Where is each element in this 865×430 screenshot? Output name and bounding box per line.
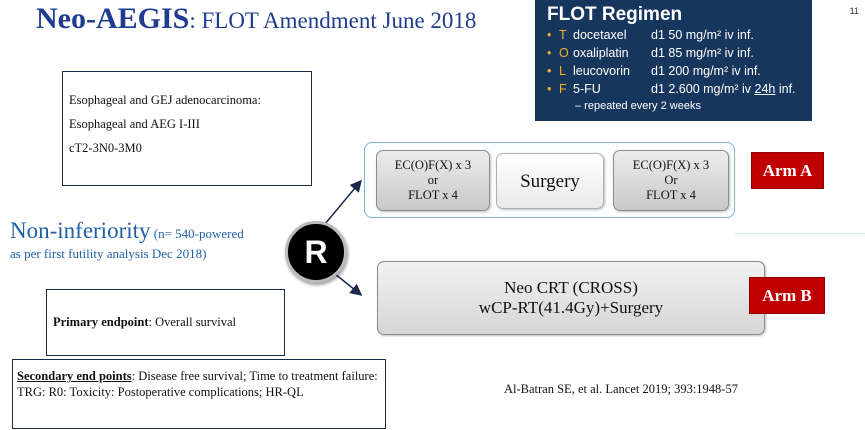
- divider-line: [735, 233, 865, 234]
- inclusion-box: Esophageal and GEJ adenocarcinoma: Esoph…: [62, 71, 312, 186]
- arm-b-crt: Neo CRT (CROSS) wCP-RT(41.4Gy)+Surgery: [377, 261, 765, 335]
- drug-dose: d1 2.600 mg/m² iv 24h inf.: [651, 80, 796, 98]
- citation: Al-Batran SE, et al. Lancet 2019; 393:19…: [504, 382, 738, 396]
- bullet-icon: •: [547, 82, 552, 96]
- drug-name: docetaxel: [573, 28, 627, 42]
- drug-name: 5-FU: [573, 82, 601, 96]
- slide-title: Neo-AEGIS: FLOT Amendment June 2018: [36, 2, 476, 36]
- dose-pre: d1 2.600 mg/m² iv: [651, 82, 755, 96]
- arm-b-label: Arm B: [749, 277, 825, 314]
- therapy-line: EC(O)F(X) x 3: [394, 158, 472, 172]
- arm-a-preoperative-chemo: EC(O)F(X) x 3 or FLOT x 4: [376, 150, 490, 211]
- drug-name: leucovorin: [573, 64, 630, 78]
- regimen-title: FLOT Regimen: [547, 4, 683, 25]
- regimen-drug-row: • T docetaxel d1 50 mg/m² iv inf.: [547, 26, 812, 44]
- drug-letter: F: [559, 82, 567, 96]
- noninferiority-sample: (n= 540-powered: [150, 226, 244, 241]
- title-rest: : FLOT Amendment June 2018: [189, 8, 477, 33]
- surgery-label: Surgery: [520, 170, 580, 192]
- drug-letter: L: [559, 64, 566, 78]
- slide-number: 11: [849, 6, 859, 16]
- regimen-note: – repeated every 2 weeks: [575, 100, 701, 112]
- drug-dose: d1 50 mg/m² iv inf.: [651, 28, 754, 42]
- therapy-line: EC(O)F(X) x 3: [632, 158, 710, 172]
- therapy-line: Or: [664, 173, 678, 187]
- randomization-letter: R: [304, 233, 328, 270]
- secondary-endpoints-label: Secondary end points: [17, 369, 132, 383]
- bullet-icon: •: [547, 64, 552, 78]
- inclusion-line: Esophageal and AEG I-III: [69, 117, 200, 131]
- noninferiority-note: as per first futility analysis Dec 2018): [10, 246, 207, 261]
- arm-a-postoperative-chemo: EC(O)F(X) x 3 Or FLOT x 4: [613, 150, 729, 211]
- regimen-drug-row: • F 5-FU d1 2.600 mg/m² iv 24h inf.: [547, 80, 812, 98]
- arm-a-surgery: Surgery: [496, 153, 604, 209]
- arm-a-label: Arm A: [751, 152, 824, 189]
- regimen-drug-row: • O oxaliplatin d1 85 mg/m² iv inf.: [547, 44, 812, 62]
- therapy-line: Neo CRT (CROSS): [504, 278, 638, 297]
- inclusion-line: cT2-3N0-3M0: [69, 141, 142, 155]
- therapy-line: or: [427, 173, 439, 187]
- noninferiority-text: Non-inferiority (n= 540-powered as per f…: [10, 218, 244, 262]
- secondary-endpoints-text: : Disease free survival; Time to treatme…: [17, 369, 378, 399]
- therapy-line: wCP-RT(41.4Gy)+Surgery: [478, 298, 664, 317]
- title-brand: Neo-AEGIS: [36, 2, 190, 35]
- inclusion-line: Esophageal and GEJ adenocarcinoma:: [69, 93, 261, 107]
- drug-name: oxaliplatin: [573, 46, 629, 60]
- regimen-drug-row: • L leucovorin d1 200 mg/m² iv inf.: [547, 62, 812, 80]
- drug-letter: T: [559, 28, 567, 42]
- dose-duration: 24h: [754, 82, 776, 96]
- primary-endpoint-label: Primary endpoint: [53, 315, 149, 329]
- bullet-icon: •: [547, 46, 552, 60]
- secondary-endpoints-box: Secondary end points: Disease free survi…: [12, 359, 386, 429]
- drug-dose: d1 85 mg/m² iv inf.: [651, 46, 754, 60]
- primary-endpoint-box: Primary endpoint: Overall survival: [46, 289, 285, 356]
- flot-regimen-box: FLOT Regimen • T docetaxel d1 50 mg/m² i…: [535, 0, 812, 121]
- drug-letter: O: [559, 46, 569, 60]
- therapy-line: FLOT x 4: [646, 188, 696, 202]
- randomization-circle: R: [285, 221, 347, 283]
- noninferiority-heading: Non-inferiority: [10, 218, 151, 243]
- therapy-line: FLOT x 4: [408, 188, 458, 202]
- primary-endpoint-value: : Overall survival: [148, 315, 236, 329]
- bullet-icon: •: [547, 28, 552, 42]
- dose-post: inf.: [775, 82, 796, 96]
- drug-dose: d1 200 mg/m² iv inf.: [651, 64, 761, 78]
